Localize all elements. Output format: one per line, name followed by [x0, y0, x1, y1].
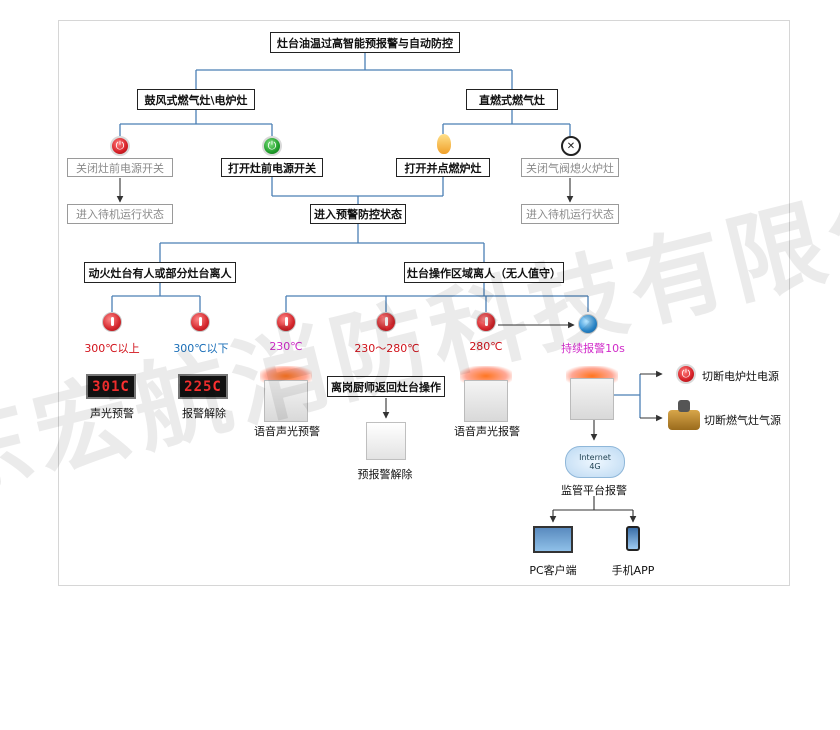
connector-lines	[111, 52, 663, 523]
result-label: 声光预警	[90, 407, 134, 420]
thermometer-icon	[476, 312, 496, 332]
internet-cloud-icon: Internet 4G	[565, 446, 625, 478]
temp-label-continuous: 持续报警10s	[561, 342, 625, 355]
power-off-icon	[110, 136, 130, 156]
chef-return-box: 离岗厨师返回灶台操作	[327, 376, 445, 397]
standby-left-box: 进入待机运行状态	[67, 204, 173, 224]
result-label: PC客户端	[529, 564, 577, 577]
diagram-title: 灶台油温过高智能预报警与自动防控	[270, 32, 460, 53]
direct-fire-stove-box: 直燃式燃气灶	[466, 89, 558, 110]
close-gas-valve-box: 关闭气阀熄火炉灶	[521, 158, 619, 177]
close-valve-icon	[561, 136, 581, 156]
result-label: 手机APP	[611, 564, 655, 577]
result-label: 预报警解除	[357, 468, 413, 481]
thermometer-icon	[276, 312, 296, 332]
cloud-label-4g: 4G	[589, 462, 601, 471]
power-on-icon	[262, 136, 282, 156]
flame-icon	[437, 134, 451, 154]
standby-right-box: 进入待机运行状态	[521, 204, 619, 224]
enter-prealarm-box: 进入预警防控状态	[310, 204, 406, 224]
power-cut-icon	[676, 364, 696, 384]
temp-label-under300: 300℃以下	[173, 342, 229, 355]
result-label: 监管平台报警	[561, 484, 627, 497]
alarm-device	[570, 378, 614, 420]
alarm-device	[264, 380, 308, 422]
thermometer-icon	[102, 312, 122, 332]
temp-label-230: 230℃	[269, 340, 303, 353]
close-front-power-box: 关闭灶前电源开关	[67, 158, 173, 177]
temp-label-280: 280℃	[469, 340, 503, 353]
cloud-label-internet: Internet	[579, 453, 611, 462]
alarm-device	[464, 380, 508, 422]
result-label: 报警解除	[182, 407, 226, 420]
temperature-display: 301C	[86, 374, 136, 399]
temp-label-over300: 300℃以上	[84, 342, 140, 355]
unattended-box: 灶台操作区域离人（无人值守）	[404, 262, 564, 283]
temperature-display: 225C	[178, 374, 228, 399]
open-ignite-box: 打开并点燃炉灶	[396, 158, 490, 177]
thermometer-icon	[190, 312, 210, 332]
result-label: 切断电炉灶电源	[702, 370, 779, 383]
blower-stove-box: 鼓风式燃气灶\电炉灶	[137, 89, 255, 110]
mobile-phone-icon	[626, 526, 640, 551]
result-label: 切断燃气灶气源	[704, 414, 781, 427]
alarm-signal-icon	[578, 314, 598, 334]
gas-valve-icon	[668, 400, 700, 430]
result-label: 语音声光报警	[454, 425, 520, 438]
pc-monitor-icon	[533, 526, 573, 553]
result-label: 语音声光预警	[254, 425, 320, 438]
thermometer-icon	[376, 312, 396, 332]
someone-present-box: 动火灶台有人或部分灶台离人	[84, 262, 236, 283]
temp-label-230-280: 230～280℃	[354, 342, 420, 355]
idle-device	[366, 422, 406, 460]
open-front-power-box: 打开灶前电源开关	[221, 158, 323, 177]
diagram-frame	[58, 20, 790, 586]
